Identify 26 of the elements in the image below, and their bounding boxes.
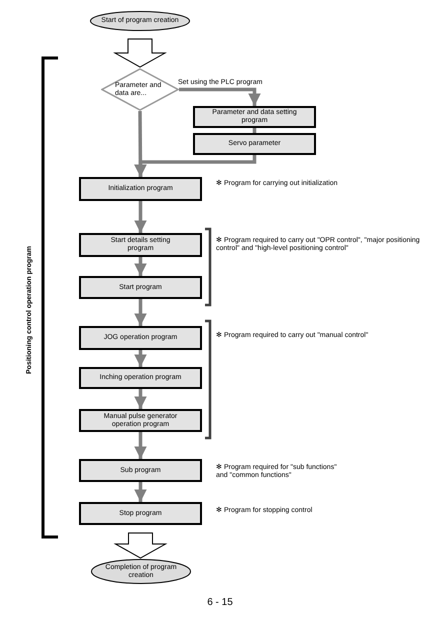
process-box [193,106,316,128]
process-box [193,133,316,155]
process-box [79,459,202,482]
connector-line [252,128,256,133]
block-arrow [114,532,168,559]
process-box [79,502,202,525]
process-box [79,233,202,257]
arrow [134,257,147,276]
arrow [134,299,147,326]
arrow [134,110,147,178]
arrow [134,350,147,367]
arrow [134,432,147,459]
process-box [79,177,202,201]
terminal-ellipse [91,559,191,584]
arrow [134,482,147,502]
terminal-ellipse [90,11,190,31]
process-box [79,276,202,299]
process-box [79,409,202,432]
arrow [134,389,147,409]
block-arrow [113,38,167,68]
process-box [79,326,202,350]
arrow [179,88,261,106]
decision-diamond [101,68,179,111]
arrow [134,201,147,233]
page-number: 6 - 15 [206,596,234,610]
process-box [79,367,202,389]
